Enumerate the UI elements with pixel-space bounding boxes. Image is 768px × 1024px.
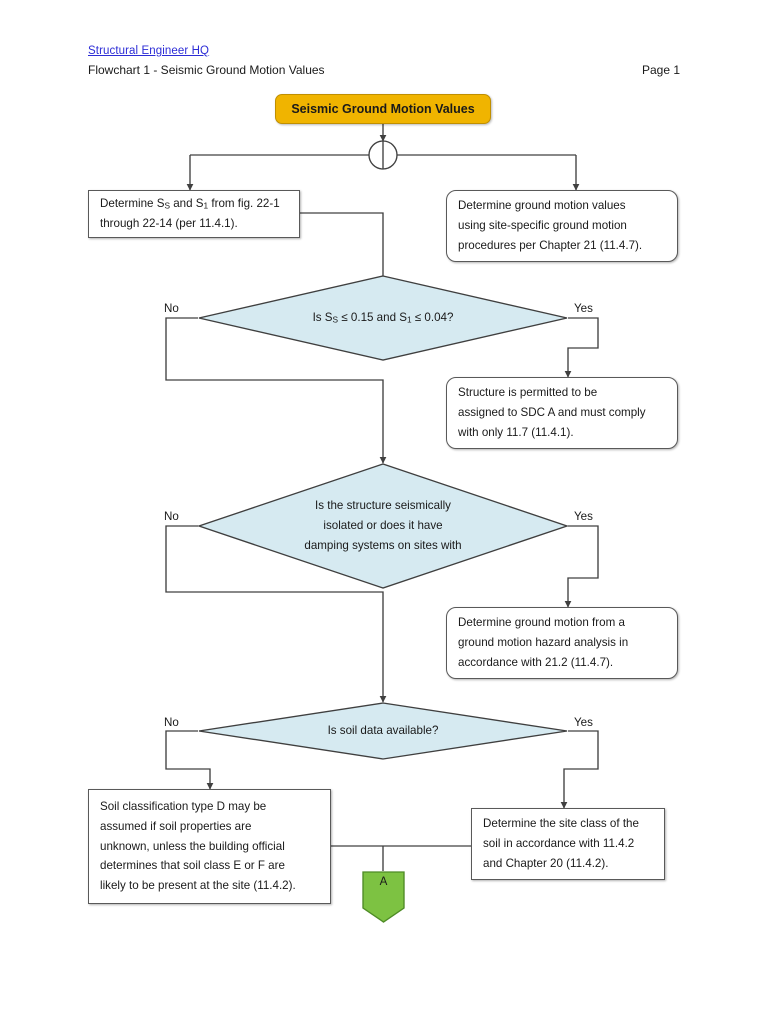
decision-ss-no-label: No	[164, 302, 179, 315]
decision-isolated-label: Is the structure seismically isolated or…	[198, 463, 568, 589]
node-hazard-text: Determine ground motion from a ground mo…	[458, 613, 628, 673]
dec-iso-line1: Is the structure seismically	[315, 498, 451, 512]
soil-d-line1: Soil classification type D may be	[100, 799, 267, 813]
site-specific-line3: procedures per Chapter 21 (11.4.7).	[458, 238, 643, 252]
node-decision-isolated-damping[interactable]: Is the structure seismically isolated or…	[196, 463, 570, 589]
node-site-specific-text: Determine ground motion values using sit…	[458, 196, 642, 256]
hazard-line1: Determine ground motion from a	[458, 616, 625, 630]
sdc-a-line1: Structure is permitted to be	[458, 386, 598, 400]
node-decision-ss-threshold[interactable]: Is SS ≤ 0.15 and S1 ≤ 0.04?	[198, 275, 568, 361]
node-ground-motion-hazard-analysis[interactable]: Determine ground motion from a ground mo…	[446, 607, 678, 679]
decision-ss-shape	[198, 275, 568, 361]
hazard-line3: accordance with 21.2 (11.4.7).	[458, 655, 614, 669]
decision-isolated-no-label: No	[164, 510, 179, 523]
decision-soil-label: Is soil data available?	[327, 723, 439, 737]
sdc-a-line3: with only 11.7 (11.4.1).	[458, 425, 574, 439]
node-determine-ss-s1-text: Determine SS and S1 from fig. 22-1 throu…	[100, 194, 280, 234]
decision-isolated-yes-label: Yes	[574, 510, 593, 523]
node-site-specific-procedures[interactable]: Determine ground motion values using sit…	[446, 190, 678, 262]
node-soil-classification-type-d[interactable]: Soil classification type D may be assume…	[88, 789, 331, 904]
node-determine-site-class[interactable]: Determine the site class of the soil in …	[471, 808, 665, 880]
dec-ss-sub-s: S	[332, 314, 339, 325]
decision-soil-yes-label: Yes	[574, 716, 593, 729]
node-offpage-connector-a[interactable]: A	[362, 871, 405, 923]
ss-line1-pre: Determine S	[100, 197, 165, 211]
node-sdc-a-permitted[interactable]: Structure is permitted to be assigned to…	[446, 377, 678, 449]
ss-sub-1: 1	[203, 200, 209, 211]
node-soil-class-d-text: Soil classification type D may be assume…	[100, 797, 296, 897]
site-specific-line2: using site-specific ground motion	[458, 219, 627, 233]
soil-d-line5: likely to be present at the site (11.4.2…	[100, 879, 296, 893]
node-decision-soil-data[interactable]: Is soil data available?	[198, 702, 568, 760]
decision-soil-shape	[198, 702, 568, 760]
site-class-line2: soil in accordance with 11.4.2	[483, 837, 635, 851]
ss-line1-mid: and S	[169, 197, 204, 211]
dec-ss-sub-1: 1	[406, 314, 412, 325]
dec-ss-post: ≤ 0.04?	[411, 310, 454, 324]
decision-ss-label: Is SS ≤ 0.15 and S1 ≤ 0.04?	[198, 275, 568, 361]
soil-d-line2: assumed if soil properties are	[100, 819, 252, 833]
site-class-line3: and Chapter 20 (11.4.2).	[483, 856, 609, 870]
offpage-connector-shape	[362, 871, 405, 923]
site-specific-line1: Determine ground motion values	[458, 199, 626, 213]
node-sdc-a-text: Structure is permitted to be assigned to…	[458, 383, 646, 443]
soil-d-line3: unknown, unless the building official	[100, 839, 285, 853]
offpage-connector-a-label: A	[379, 875, 388, 888]
hazard-line2: ground motion hazard analysis in	[458, 636, 629, 650]
site-link[interactable]: Structural Engineer HQ	[88, 45, 210, 57]
decision-ss-yes-label: Yes	[574, 302, 593, 315]
page-title: Flowchart 1 - Seismic Ground Motion Valu…	[88, 63, 325, 77]
dec-ss-pre: Is S	[312, 310, 333, 324]
decision-isolated-shape	[196, 463, 570, 589]
ss-line1-post: from fig. 22-1	[208, 197, 280, 211]
node-site-class-text: Determine the site class of the soil in …	[483, 814, 639, 874]
dec-iso-line2: isolated or does it have	[323, 518, 443, 532]
sdc-a-line2: assigned to SDC A and must comply	[458, 406, 646, 420]
site-class-line1: Determine the site class of the	[483, 817, 639, 831]
ss-line2: through 22-14 (per 11.4.1).	[100, 217, 238, 230]
page-number-label: Page 1	[642, 63, 681, 77]
dec-iso-line3: damping systems on sites with	[304, 539, 462, 553]
soil-d-line4: determines that soil class E or F are	[100, 859, 285, 873]
node-title-seismic-ground-motion-values[interactable]: Seismic Ground Motion Values	[275, 94, 491, 124]
dec-ss-mid: ≤ 0.15 and S	[338, 310, 407, 324]
node-determine-ss-s1[interactable]: Determine SS and S1 from fig. 22-1 throu…	[88, 190, 300, 238]
decision-soil-no-label: No	[164, 716, 179, 729]
ss-sub-s: S	[164, 200, 170, 211]
